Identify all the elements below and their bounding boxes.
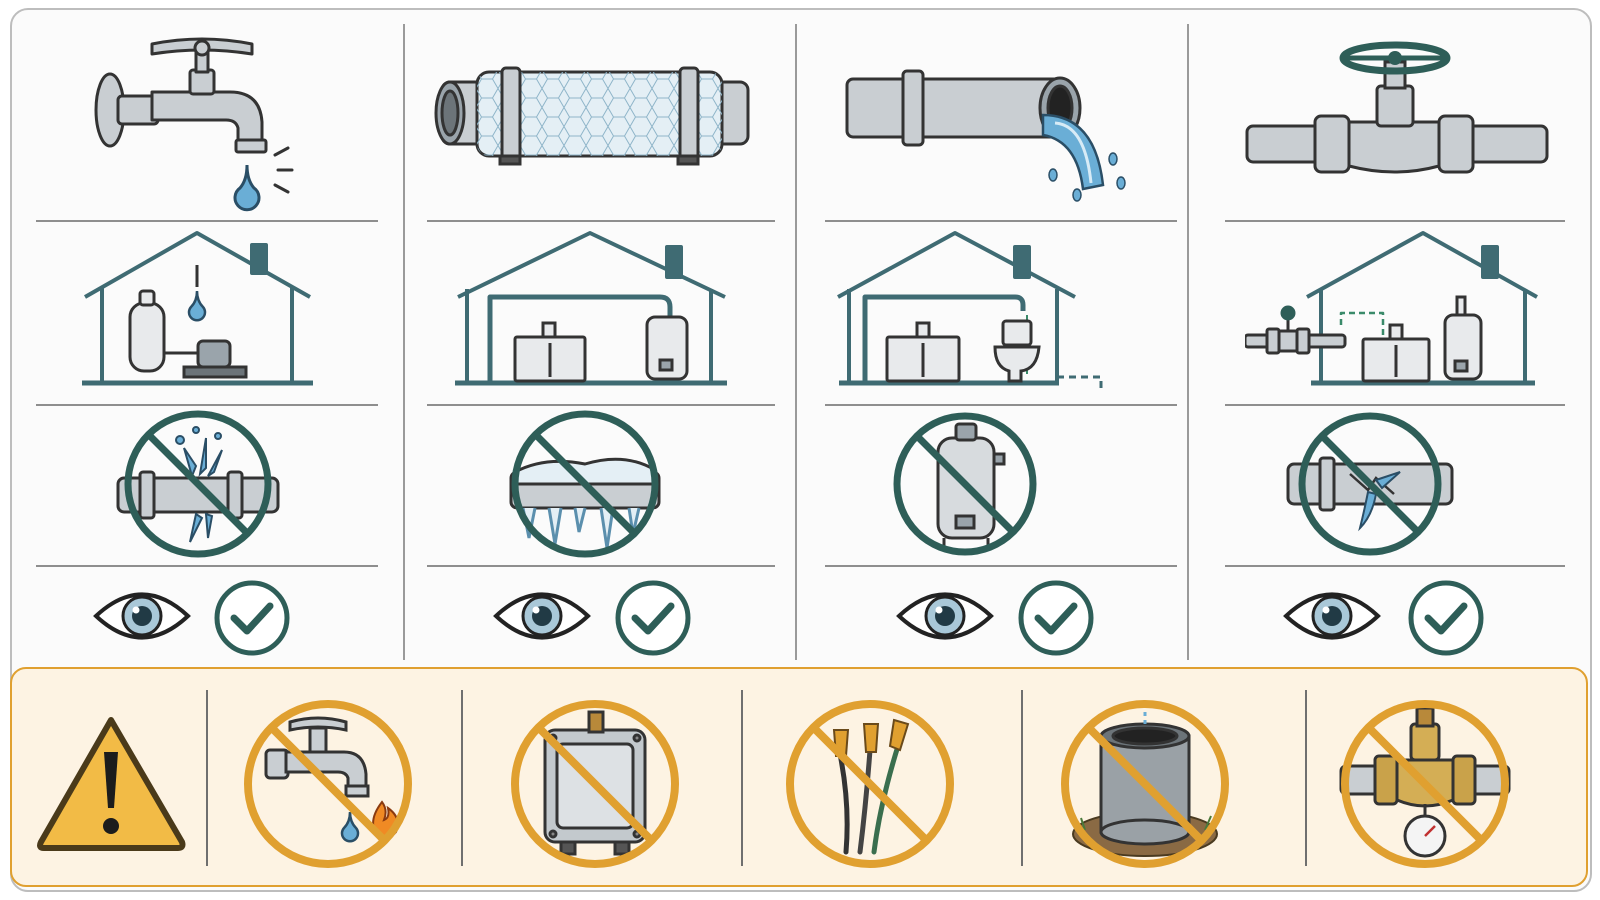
row-divider (1225, 565, 1565, 567)
inspect-eye-icon (492, 585, 592, 647)
open-pipe-outflow-icon (845, 65, 1135, 213)
row-divider (825, 220, 1177, 222)
row-divider (36, 404, 378, 406)
house-main-shutoff-icon (1245, 225, 1545, 395)
warning-triangle-icon (34, 712, 189, 852)
column-divider (1187, 24, 1189, 660)
no-open-well-icon (1055, 694, 1235, 874)
row-divider (1225, 404, 1565, 406)
column-divider (795, 24, 797, 660)
dripping-faucet-icon (90, 30, 310, 215)
house-toilet-drain-icon (835, 225, 1125, 395)
approve-check-icon (212, 578, 292, 658)
row-divider (825, 404, 1177, 406)
warning-divider (1021, 690, 1023, 866)
insulated-pipe-icon (432, 60, 757, 170)
row-divider (825, 565, 1177, 567)
no-cracked-pipe-icon (1280, 408, 1460, 560)
approve-check-icon (1406, 578, 1486, 658)
inline-gate-valve-icon (1245, 38, 1550, 188)
row-divider (1225, 220, 1565, 222)
no-pressure-valve-icon (1335, 694, 1515, 874)
no-water-heater-icon (890, 408, 1040, 560)
row-divider (427, 404, 775, 406)
row-divider (36, 565, 378, 567)
approve-check-icon (1016, 578, 1096, 658)
row-divider (36, 220, 378, 222)
inspect-eye-icon (895, 585, 995, 647)
warning-divider (461, 690, 463, 866)
house-pressure-tank-icon (80, 225, 315, 395)
no-burst-pipe-icon (110, 408, 285, 560)
no-bare-wires-icon (780, 694, 960, 874)
no-frozen-pipe-icon (505, 408, 665, 560)
warning-divider (1305, 690, 1307, 866)
row-divider (427, 565, 775, 567)
no-electrical-box-icon (505, 694, 685, 874)
warning-divider (206, 690, 208, 866)
column-divider (403, 24, 405, 660)
warning-divider (741, 690, 743, 866)
inspect-eye-icon (1282, 585, 1382, 647)
inspect-eye-icon (92, 585, 192, 647)
row-divider (427, 220, 775, 222)
approve-check-icon (613, 578, 693, 658)
no-faucet-near-heat-icon (238, 694, 418, 874)
house-water-heater-icon (455, 225, 730, 395)
